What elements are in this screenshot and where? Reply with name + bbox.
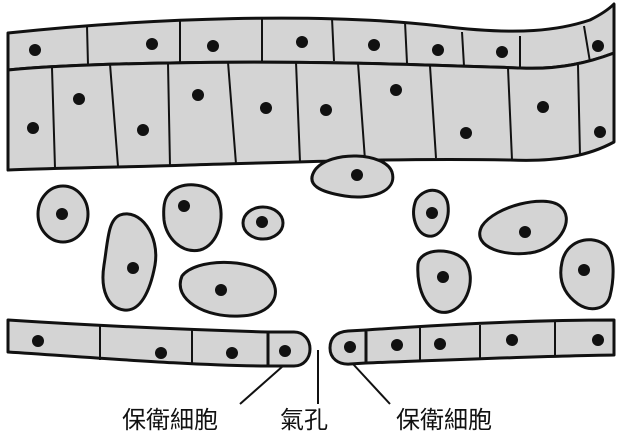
spongy-cell [480, 201, 567, 254]
spongy-cell [414, 190, 449, 236]
guard-cell-right-label: 保衛細胞 [396, 406, 492, 434]
spongy-cell [312, 156, 393, 197]
guard-cell-left-label: 保衛細胞 [122, 406, 218, 434]
spongy-mesophyll [38, 156, 613, 316]
spongy-cell [561, 240, 613, 309]
spongy-cell [180, 262, 275, 316]
guard-cell-right [330, 330, 366, 364]
spongy-cell [38, 186, 88, 242]
lower-epidermis-right [366, 320, 614, 363]
upper-epidermis [8, 4, 614, 70]
lower-epidermis-left [8, 320, 268, 366]
spongy-cell [243, 207, 283, 239]
stoma-label: 氣孔 [280, 406, 328, 434]
spongy-cell [164, 185, 221, 251]
palisade-layer [8, 53, 614, 170]
guard-cell-left [268, 332, 310, 366]
spongy-cell [103, 214, 156, 310]
guard-cell-right-leader [353, 364, 390, 404]
spongy-cell [418, 251, 471, 312]
guard-cell-left-leader [240, 366, 283, 404]
